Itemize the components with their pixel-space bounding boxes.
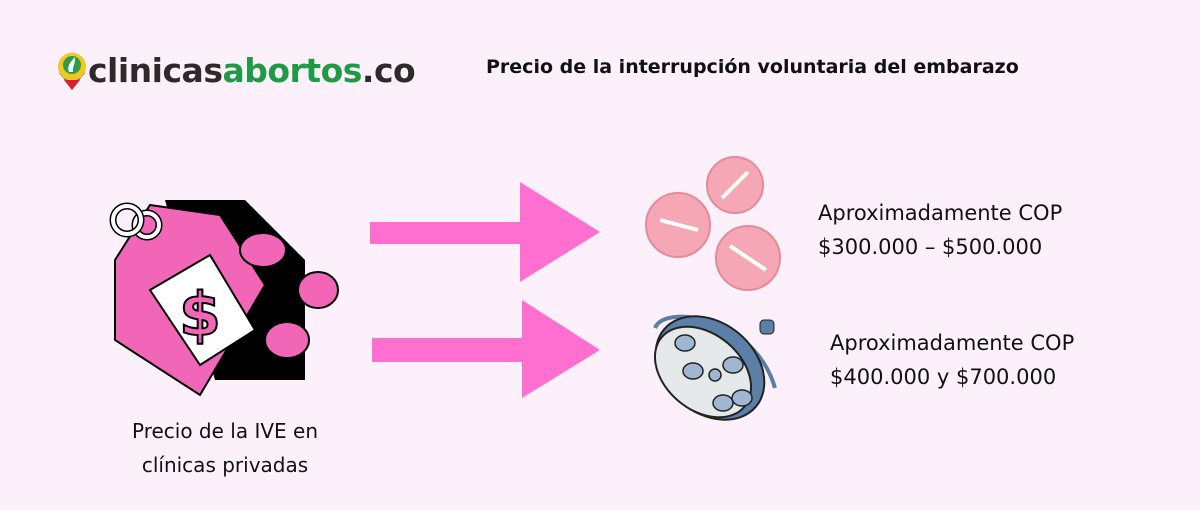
price-option-pills: Aproximadamente COP $300.000 – $500.000: [818, 196, 1062, 264]
price-option-surgical: Aproximadamente COP $400.000 y $700.000: [830, 326, 1074, 394]
price-range: $400.000 y $700.000: [830, 365, 1057, 389]
logo-text-3: .co: [361, 50, 416, 90]
price-tag-icon: $: [109, 200, 339, 397]
price-range: $300.000 – $500.000: [818, 235, 1043, 259]
location-pin-icon: [58, 52, 86, 90]
price-label: Aproximadamente COP: [830, 331, 1075, 355]
logo-text-1: clinicas: [88, 50, 223, 90]
logo-text-2: abortos: [222, 50, 362, 90]
surgical-lamp-icon: [653, 314, 777, 421]
caption-line-2: clínicas privadas: [141, 453, 309, 477]
caption-line-1: Precio de la IVE en: [131, 419, 319, 443]
svg-text:$: $: [179, 280, 221, 350]
caption: Precio de la IVE en clínicas privadas: [100, 414, 350, 482]
arrow-right-icon: [370, 182, 600, 282]
price-label: Aproximadamente COP: [818, 201, 1063, 225]
pills-icon: [645, 156, 781, 291]
arrow-right-icon: [372, 300, 600, 398]
page-title: Precio de la interrupción voluntaria del…: [486, 56, 1019, 78]
